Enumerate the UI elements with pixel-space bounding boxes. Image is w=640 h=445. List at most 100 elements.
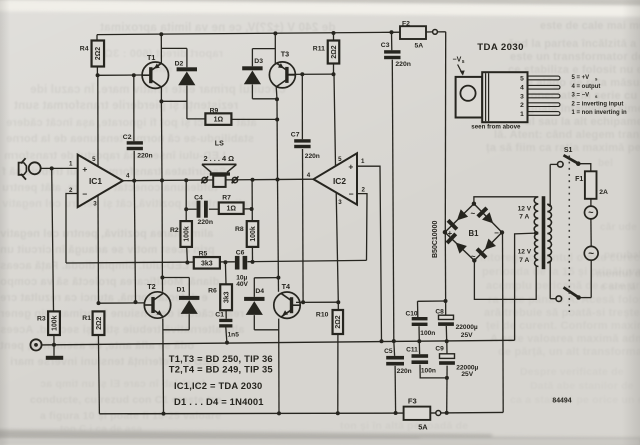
svg-text:3k3: 3k3: [224, 291, 231, 303]
svg-text:3: 3: [93, 201, 97, 208]
svg-text:100n: 100n: [421, 368, 436, 375]
svg-text:7 A: 7 A: [519, 257, 529, 264]
svg-text:R3: R3: [37, 316, 46, 323]
svg-text:T4: T4: [282, 282, 290, 291]
svg-text:4 = output: 4 = output: [572, 84, 601, 90]
svg-text:220n: 220n: [198, 219, 214, 226]
svg-text:C11: C11: [406, 346, 418, 353]
svg-text:+: +: [447, 229, 452, 238]
svg-text:IC2: IC2: [333, 176, 346, 186]
svg-text:B1: B1: [469, 229, 480, 238]
svg-text:C4: C4: [194, 195, 203, 202]
svg-text:C9: C9: [435, 346, 444, 353]
svg-text:C3: C3: [381, 42, 390, 49]
svg-text:4: 4: [307, 172, 311, 179]
svg-text:+: +: [82, 164, 87, 174]
svg-text:5A: 5A: [415, 43, 424, 50]
svg-text:F1: F1: [575, 176, 583, 183]
svg-text:22000µ: 22000µ: [456, 324, 478, 331]
svg-text:1n5: 1n5: [228, 331, 240, 338]
svg-text:T1,T3 = BD 250, TIP 36: T1,T3 = BD 250, TIP 36: [169, 353, 273, 364]
svg-text:R4: R4: [80, 46, 89, 53]
svg-text:10µ: 10µ: [236, 274, 247, 281]
svg-text:R10: R10: [316, 312, 329, 319]
svg-text:R6: R6: [208, 287, 217, 294]
svg-text:T1: T1: [147, 53, 155, 62]
svg-text:~: ~: [470, 209, 475, 218]
svg-text:3: 3: [338, 199, 342, 206]
svg-text:40V: 40V: [236, 281, 248, 288]
svg-text:+: +: [348, 162, 353, 172]
svg-text:3: 3: [520, 93, 524, 100]
svg-text:R5: R5: [199, 250, 208, 257]
svg-text:2: 2: [362, 187, 366, 194]
svg-text:D1: D1: [177, 287, 186, 294]
svg-text:D1 . . . D4 = 1N4001: D1 . . . D4 = 1N4001: [174, 396, 264, 407]
svg-text:S1: S1: [564, 147, 573, 154]
svg-text:s: s: [595, 77, 598, 82]
svg-text:R1: R1: [82, 315, 91, 322]
svg-text:5 = +V: 5 = +V: [572, 75, 590, 81]
svg-text:2Ω2: 2Ω2: [96, 316, 103, 329]
svg-text:D3: D3: [254, 58, 263, 65]
svg-text:2Ω2: 2Ω2: [331, 45, 338, 58]
svg-text:R8: R8: [235, 226, 244, 233]
svg-text:5: 5: [338, 156, 342, 163]
svg-text:5A: 5A: [418, 423, 428, 432]
svg-text:2: 2: [520, 102, 524, 109]
svg-text:1: 1: [520, 111, 524, 118]
svg-text:1Ω: 1Ω: [214, 117, 224, 124]
svg-text:100n: 100n: [420, 330, 435, 337]
svg-text:12 V: 12 V: [518, 205, 532, 212]
svg-text:1: 1: [69, 161, 73, 168]
svg-text:TDA 2030: TDA 2030: [477, 42, 524, 53]
svg-text:IC1,IC2 = TDA 2030: IC1,IC2 = TDA 2030: [174, 380, 262, 391]
svg-text:C6: C6: [236, 250, 245, 257]
svg-text:−: −: [494, 228, 499, 237]
svg-text:3 = −V: 3 = −V: [572, 93, 590, 99]
svg-text:1: 1: [361, 158, 365, 165]
svg-text:C10: C10: [406, 310, 418, 317]
svg-text:2: 2: [69, 187, 73, 194]
svg-text:−: −: [82, 189, 87, 199]
svg-text:2Ω2: 2Ω2: [335, 315, 342, 328]
svg-text:4: 4: [126, 172, 130, 179]
svg-text:LS: LS: [215, 140, 224, 147]
svg-text:1Ω: 1Ω: [226, 206, 236, 213]
svg-text:2 . . . 4 Ω: 2 . . . 4 Ω: [204, 154, 235, 163]
svg-text:C8: C8: [435, 309, 444, 316]
svg-text:220n: 220n: [395, 61, 411, 68]
svg-text:C5: C5: [384, 348, 393, 355]
svg-text:4: 4: [520, 85, 524, 92]
svg-text:3k3: 3k3: [201, 260, 213, 267]
svg-text:R7: R7: [222, 195, 231, 202]
svg-text:25V: 25V: [461, 371, 473, 378]
svg-text:R9: R9: [210, 107, 219, 114]
svg-text:B50C10000: B50C10000: [432, 221, 439, 258]
svg-text:2 = inverting input: 2 = inverting input: [572, 101, 624, 107]
svg-text:7 A: 7 A: [519, 214, 529, 221]
svg-text:~: ~: [471, 252, 476, 261]
svg-text:1 = non inverting in: 1 = non inverting in: [572, 110, 628, 116]
svg-text:−: −: [349, 189, 354, 199]
svg-text:F3: F3: [408, 397, 417, 406]
svg-text:T2,T4 = BD 249, TIP 35: T2,T4 = BD 249, TIP 35: [169, 363, 273, 374]
svg-text:IC1: IC1: [89, 176, 102, 186]
svg-text:2Ω2: 2Ω2: [95, 47, 102, 60]
svg-text:25V: 25V: [461, 332, 473, 339]
svg-text:R11: R11: [313, 45, 325, 52]
svg-text:5: 5: [520, 75, 524, 82]
svg-text:seen from above: seen from above: [471, 124, 521, 131]
svg-text:5: 5: [92, 156, 96, 163]
svg-text:220n: 220n: [397, 368, 412, 375]
svg-text:12 V: 12 V: [518, 249, 532, 256]
svg-text:22000µ: 22000µ: [456, 364, 478, 371]
svg-text:C7: C7: [291, 131, 300, 138]
svg-text:D4: D4: [255, 288, 264, 295]
svg-text:100k: 100k: [184, 226, 191, 241]
svg-text:220n: 220n: [137, 153, 153, 160]
svg-text:F2: F2: [402, 20, 410, 27]
svg-text:~: ~: [588, 249, 594, 260]
svg-text:T3: T3: [281, 50, 289, 59]
svg-text:220n: 220n: [305, 153, 320, 160]
